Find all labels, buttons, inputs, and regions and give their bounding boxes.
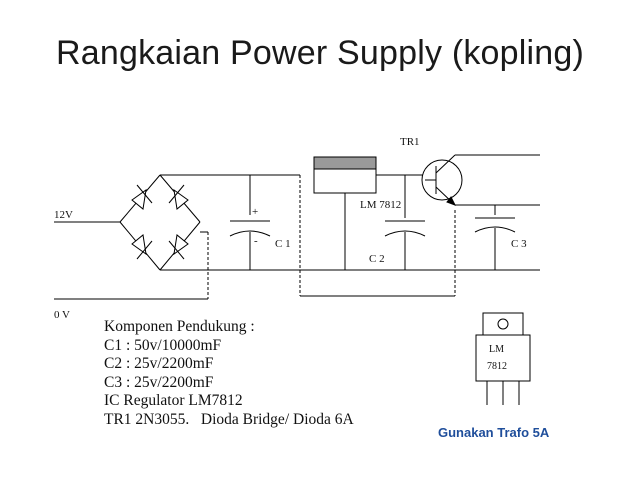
- label-c1-plus: +: [252, 206, 258, 218]
- capacitor-c3: [474, 205, 516, 270]
- transformer-note: Gunakan Trafo 5A: [438, 425, 550, 440]
- label-c1-minus: -: [254, 235, 258, 247]
- component-list-item: C3 : 25v/2200mF: [104, 373, 214, 391]
- component-list: Komponen Pendukung : C1 : 50v/10000mF C2…: [104, 318, 354, 429]
- diode-2: [173, 188, 189, 210]
- label-c3: C 3: [511, 238, 527, 250]
- component-list-item: C2 : 25v/2200mF: [104, 355, 214, 372]
- label-c2: C 2: [369, 253, 385, 265]
- component-list-item: C1 : 50v/10000mF: [104, 336, 222, 354]
- capacitor-c2: [384, 175, 426, 270]
- bridge-rectifier: [119, 174, 201, 271]
- package-label-line1: LM: [489, 344, 504, 355]
- component-list-item: IC Regulator LM7812: [104, 392, 243, 409]
- label-regulator: LM 7812: [360, 199, 401, 211]
- label-c1: C 1: [275, 238, 291, 250]
- transistor-tr1: [421, 154, 540, 206]
- capacitor-c1: [229, 175, 271, 270]
- label-0v: 0 V: [54, 309, 70, 321]
- component-list-item: TR1 2N3055. Dioda Bridge/ Dioda 6A: [104, 410, 354, 428]
- package-label-line2: 7812: [487, 361, 507, 372]
- diode-3: [131, 234, 147, 256]
- diode-4: [173, 234, 189, 256]
- slide-title: Rangkaian Power Supply (kopling): [56, 34, 585, 72]
- label-tr1: TR1: [400, 136, 420, 148]
- diode-1: [131, 188, 147, 210]
- regulator-lm7812: [313, 156, 377, 270]
- label-12v: 12V: [54, 209, 73, 221]
- component-list-item: Komponen Pendukung :: [104, 318, 255, 335]
- lm7812-package: [475, 312, 531, 405]
